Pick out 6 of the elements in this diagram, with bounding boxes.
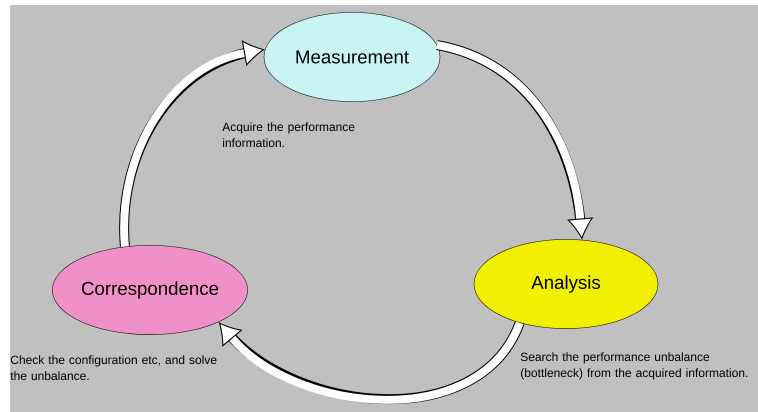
curved-arrow	[119, 40, 264, 247]
description-text: Check the configuration etc, and solve the unbalance.	[10, 355, 216, 380]
curved-arrow	[436, 40, 593, 239]
description-text: Search the performance unbalance (bottleneck) from the acquired information.	[520, 352, 748, 380]
curved-arrow	[219, 320, 524, 404]
description-text: Acquire the performance information.	[222, 122, 354, 148]
